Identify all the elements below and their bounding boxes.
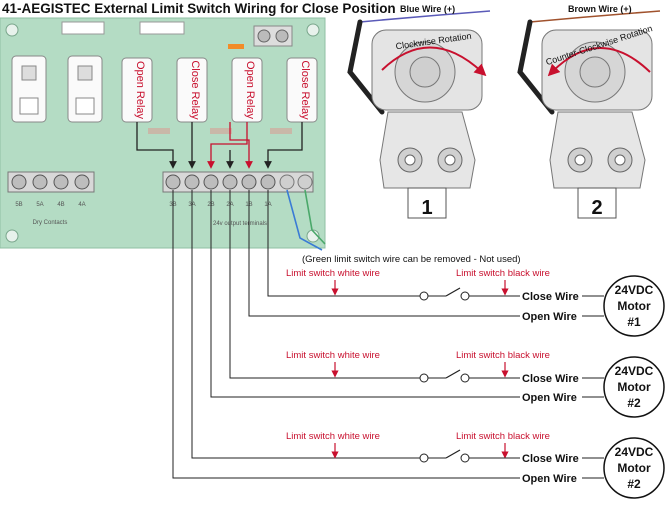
diagram-title: 41-AEGISTEC External Limit Switch Wiring… <box>2 1 396 16</box>
relay-2-label: Close Relay <box>189 60 201 120</box>
relay-3: Open Relay <box>231 57 263 123</box>
circuit-3: Limit switch white wire Limit switch bla… <box>286 431 665 499</box>
motor-1-number: 1 <box>421 197 432 219</box>
relay-connections <box>136 122 303 169</box>
circuit-2-motor-line3: #2 <box>627 396 641 410</box>
relay-2: Close Relay <box>176 57 208 123</box>
relay-4-label: Close Relay <box>299 60 311 120</box>
circuit-3-motor-line2: Motor <box>617 461 651 475</box>
circuit-2-motor-line2: Motor <box>617 380 651 394</box>
motor-2-circle <box>603 356 665 418</box>
motor-2-illustration: Brown Wire (+) Counter-Clockwise Rotatio… <box>517 4 661 219</box>
circuit-1-white-label: Limit switch white wire <box>286 268 380 279</box>
circuit-2-white-label: Limit switch white wire <box>286 350 380 361</box>
circuit-2-black-label: Limit switch black wire <box>456 350 550 361</box>
relay-4: Close Relay <box>286 57 318 123</box>
circuit-1-switch-blade <box>445 287 461 297</box>
dry-label-4b: 4B <box>57 202 64 208</box>
circuit-2-close-label: Close Wire <box>522 373 579 385</box>
green-wire-note: (Green limit switch wire can be removed … <box>302 254 521 265</box>
circuit-3-motor-line3: #2 <box>627 477 641 491</box>
circuit-3-motor-line1: 24VDC <box>615 445 654 459</box>
circuit-2-switch-blade <box>445 369 461 379</box>
relay-1: Open Relay <box>121 57 153 123</box>
circuit-1-close-label: Close Wire <box>522 291 579 303</box>
green-wire-1 <box>286 189 323 251</box>
circuit-3-switch-blade <box>445 449 461 459</box>
relay-1-label: Open Relay <box>134 61 146 120</box>
dry-label-5b: 5B <box>15 202 22 208</box>
dry-label-4a: 4A <box>78 202 85 208</box>
motor-3-circle <box>603 437 665 499</box>
green-wire-2 <box>304 189 326 245</box>
circuit-3-black-label: Limit switch black wire <box>456 431 550 442</box>
output-terminal-block: 3B 3A 2B 2A 1B 1A 24v output terminals <box>162 171 314 227</box>
circuit-1-motor-line2: Motor <box>617 299 651 313</box>
motor-2-number: 2 <box>591 197 602 219</box>
circuit-1-motor-line3: #1 <box>627 315 641 329</box>
motor-1-wire-label: Blue Wire (+) <box>400 4 455 14</box>
relay-3-label: Open Relay <box>244 61 256 120</box>
circuit-3-close-label: Close Wire <box>522 453 579 465</box>
circuit-1-motor-line1: 24VDC <box>615 283 654 297</box>
dry-label-5a: 5A <box>36 202 43 208</box>
motor-2-wire-label: Brown Wire (+) <box>568 4 632 14</box>
circuit-1: Limit switch white wire Limit switch bla… <box>286 268 665 337</box>
circuit-1-open-label: Open Wire <box>522 311 577 323</box>
dry-contacts-block: 5B 5A 4B 4A Dry Contacts <box>7 171 95 226</box>
circuit-1-switch-contact <box>419 291 429 301</box>
dry-contacts-caption: Dry Contacts <box>33 220 68 226</box>
circuit-board: Open Relay Close Relay Open Relay Close … <box>0 17 326 249</box>
circuit-2-open-label: Open Wire <box>522 392 577 404</box>
motor-1-circle <box>603 275 665 337</box>
motor-1-illustration: Blue Wire (+) Clockwise Rotation 1 <box>347 4 491 219</box>
terminal-wires <box>172 190 520 479</box>
circuit-3-open-label: Open Wire <box>522 473 577 485</box>
terminal-caption: 24v output terminals <box>213 221 267 227</box>
circuit-1-black-label: Limit switch black wire <box>456 268 550 279</box>
circuit-2-motor-line1: 24VDC <box>615 364 654 378</box>
circuit-3-white-label: Limit switch white wire <box>286 431 380 442</box>
circuit-2: Limit switch white wire Limit switch bla… <box>286 350 665 418</box>
